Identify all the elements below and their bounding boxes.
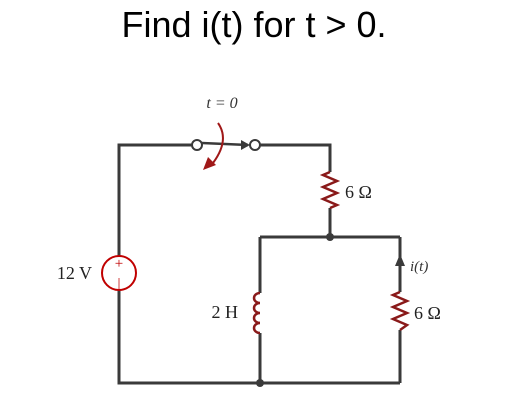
wire-top-right: [260, 143, 332, 172]
voltage-source-label: 12 V: [57, 263, 92, 283]
resistor-right: [389, 290, 411, 332]
inductor-label: 2 H: [212, 302, 239, 322]
node-top-dot: [326, 233, 334, 241]
problem-title: Find i(t) for t > 0.: [121, 4, 387, 45]
current-arrow-icon: [395, 254, 405, 266]
switch-contact-right: [249, 139, 261, 151]
resistor-right-label: 6 Ω: [414, 303, 441, 323]
switch-contact-left: [191, 139, 203, 151]
switch-label: t = 0: [206, 95, 237, 112]
voltage-source-minus: |: [117, 276, 120, 292]
circuit-wires: [117, 143, 402, 385]
voltage-source-plus: +: [115, 256, 123, 272]
voltage-source: + |: [101, 255, 137, 292]
switch-blade: [201, 141, 249, 147]
switch-action-arrow: [203, 157, 216, 170]
switch-action-arc: [212, 122, 224, 164]
switch: [191, 122, 261, 170]
inductor-coil: [252, 291, 261, 335]
resistor-top: [319, 170, 341, 210]
current-label: i(t): [410, 259, 428, 275]
resistor-top-label: 6 Ω: [345, 182, 372, 202]
node-bottom-dot: [256, 379, 264, 387]
switch-arrowhead: [241, 140, 250, 150]
wire-bottom: [117, 284, 400, 385]
voltage-source-ring: [101, 255, 137, 291]
wire-left-top: [117, 143, 192, 262]
